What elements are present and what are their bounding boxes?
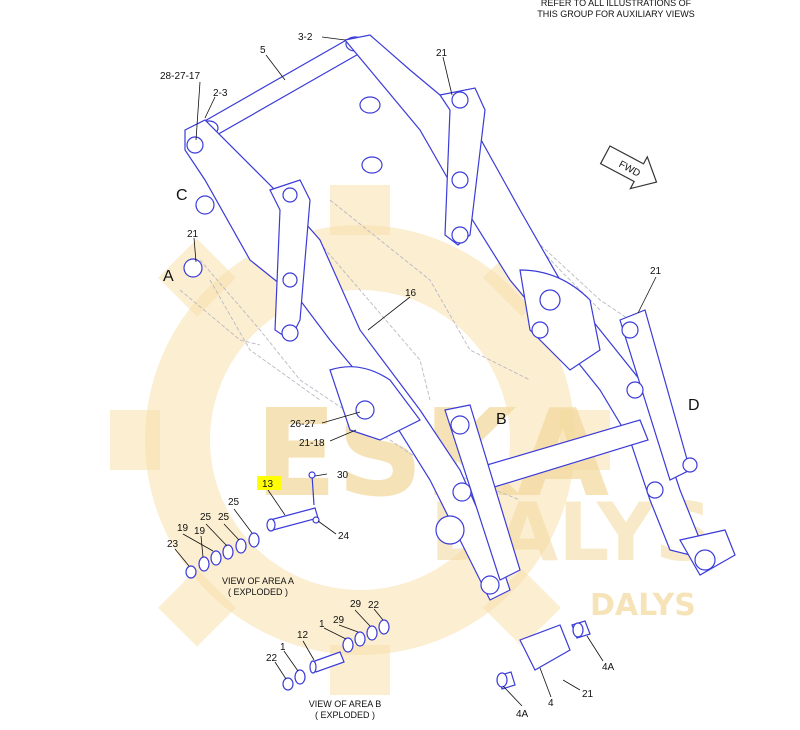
caption-area-a-line1: VIEW OF AREA A [222,576,294,586]
callout-3-2[interactable]: 3-2 [298,32,313,43]
bolt-30[interactable] [308,471,316,479]
callout-25a[interactable]: 25 [228,497,240,508]
washer-22a[interactable] [282,677,294,691]
seal-1a[interactable] [294,669,306,685]
callout-25c[interactable]: 25 [200,512,212,523]
nut-24[interactable] [312,516,320,524]
captions: VIEW OF AREA A ( EXPLODED ) VIEW OF AREA… [222,576,381,720]
callout-21-right[interactable]: 21 [650,266,662,277]
left-bellcrank[interactable] [329,366,421,441]
caption-area-b-line2: ( EXPLODED ) [315,710,375,720]
exploded-view-b [282,619,390,691]
callout-22a[interactable]: 22 [266,653,278,664]
left-lift-arm[interactable] [184,119,511,601]
shim-25a[interactable] [248,532,260,548]
callout-4a-bottom[interactable]: 4A [516,709,529,720]
area-label-c[interactable]: C [176,187,188,204]
area-label-b[interactable]: B [496,411,507,428]
fwd-arrow-icon: FWD [599,145,658,190]
header-note-line1: REFER TO ALL ILLUSTRATIONS OF [541,0,692,8]
callout-1b[interactable]: 1 [319,619,325,630]
pins [183,91,716,595]
highlight-13 [257,476,281,490]
callout-4a-right[interactable]: 4A [602,662,615,673]
header-note-line2: THIS GROUP FOR AUXILIARY VIEWS [537,9,695,19]
callout-22b[interactable]: 22 [368,600,380,611]
callout-21-18[interactable]: 21-18 [299,438,325,449]
cross-tube-5[interactable] [202,37,363,137]
callout-1a[interactable]: 1 [280,642,286,653]
caption-area-b-line1: VIEW OF AREA B [309,699,382,709]
callout-19a[interactable]: 19 [177,523,189,534]
seal-19b[interactable] [198,556,210,572]
lower-left-link[interactable] [444,404,521,581]
right-bellcrank[interactable] [519,269,601,371]
washer-23[interactable] [185,565,197,579]
seal-19a[interactable] [210,550,222,566]
callout-12[interactable]: 12 [297,630,309,641]
exploded-view-a [185,471,320,579]
callout-21-left[interactable]: 21 [187,229,199,240]
watermark-text-3: DALYS [590,588,696,623]
callout-30[interactable]: 30 [337,470,349,481]
area-label-a[interactable]: A [163,268,174,285]
leader-lines [174,36,657,707]
bottom-link-4[interactable] [519,624,571,671]
bushings [496,620,591,690]
callout-21-top[interactable]: 21 [436,48,448,59]
callout-19b[interactable]: 19 [194,526,206,537]
seal-1b[interactable] [342,637,354,653]
callouts: 3-2 5 28-27-17 2-3 21 21 21 16 26-27 21-… [160,32,662,720]
shim-25c[interactable] [222,544,234,560]
callout-26-27[interactable]: 26-27 [290,419,316,430]
loader-linkage [184,34,736,671]
area-label-d[interactable]: D [688,397,700,414]
washer-22b[interactable] [378,619,390,635]
callout-2-3[interactable]: 2-3 [213,88,228,99]
callout-16[interactable]: 16 [405,288,417,299]
area-letters: A B C D [163,187,700,428]
shim-29a[interactable] [366,625,378,641]
callout-21-bottom[interactable]: 21 [582,689,594,700]
callout-29b[interactable]: 29 [333,615,345,626]
shim-29b[interactable] [354,631,366,647]
callout-29a[interactable]: 29 [350,599,362,610]
callout-28-27-17[interactable]: 28-27-17 [160,71,200,82]
callout-24[interactable]: 24 [338,531,350,542]
callout-23[interactable]: 23 [167,539,179,550]
callout-13[interactable]: 13 [262,479,274,490]
callout-5[interactable]: 5 [260,45,266,56]
caption-area-a-line2: ( EXPLODED ) [228,587,288,597]
shim-25b[interactable] [235,538,247,554]
callout-25b[interactable]: 25 [218,512,230,523]
callout-4[interactable]: 4 [548,698,554,709]
